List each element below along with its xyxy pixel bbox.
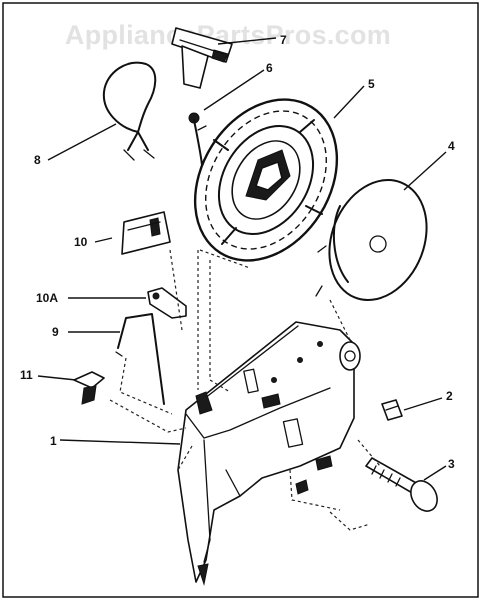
- part-label-9: 9: [52, 325, 59, 339]
- part-9-rod-drawing: [115, 313, 165, 405]
- part-label-2: 2: [446, 389, 453, 403]
- part-label-10a: 10A: [36, 291, 58, 305]
- part-11-clip-drawing: [73, 371, 105, 405]
- assembly-dashed-lines: [109, 249, 381, 531]
- part-label-5: 5: [368, 77, 375, 91]
- part-label-3: 3: [448, 457, 455, 471]
- part-2-nut-drawing: [381, 399, 403, 421]
- part-label-1: 1: [50, 434, 57, 448]
- part-label-8: 8: [34, 153, 41, 167]
- part-7-handle-drawing: [171, 27, 233, 89]
- leader-lines: [37, 37, 447, 481]
- part-label-11: 11: [20, 368, 33, 382]
- part-10a-bracket-drawing: [147, 287, 187, 319]
- part-label-4: 4: [448, 139, 455, 153]
- part-label-10: 10: [74, 235, 88, 249]
- part-label-7: 7: [280, 33, 287, 47]
- part-4-cover-drawing: [315, 178, 428, 302]
- part-5-pulley-drawing: [193, 98, 339, 262]
- part-8-spring-drawing: [102, 61, 157, 161]
- part-label-6: 6: [266, 61, 273, 75]
- part-1-housing-drawing: [177, 321, 361, 586]
- part-10-plate-drawing: [121, 211, 171, 255]
- part-3-screw-drawing: [365, 457, 438, 512]
